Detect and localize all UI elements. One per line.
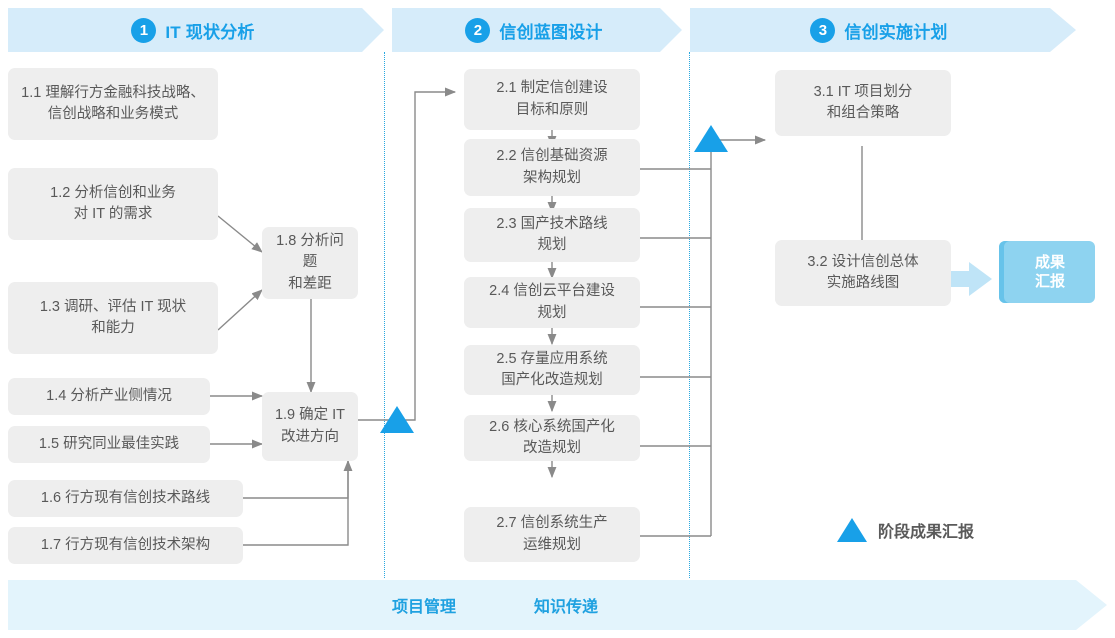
legend: 阶段成果汇报 [837,518,974,542]
phase-chevron-2 [660,8,690,52]
phase-chevron-3-tip [1050,8,1084,52]
phase-number-1: 1 [131,17,157,43]
step-box-1-5[interactable]: 1.5 研究同业最佳实践 [8,426,210,463]
phase-number-3: 3 [810,17,836,43]
step-box-2-1[interactable]: 2.1 制定信创建设 目标和原则 [464,69,640,130]
phase-band-2: 2 信创蓝图设计 [392,8,688,52]
step-box-1-6[interactable]: 1.6 行方现有信创技术路线 [8,480,243,517]
step-box-1-8[interactable]: 1.8 分析问题 和差距 [262,227,358,299]
bottom-band [8,580,1107,630]
step-box-1-2[interactable]: 1.2 分析信创和业务 对 IT 的需求 [8,168,218,240]
step-box-1-1[interactable]: 1.1 理解行方金融科技战略、 信创战略和业务模式 [8,68,218,140]
phase-number-2: 2 [465,17,491,43]
step-box-2-3[interactable]: 2.3 国产技术路线 规划 [464,208,640,262]
step-box-2-2[interactable]: 2.2 信创基础资源 架构规划 [464,139,640,196]
step-box-3-2[interactable]: 3.2 设计信创总体 实施路线图 [775,240,951,306]
step-box-2-4[interactable]: 2.4 信创云平台建设 规划 [464,277,640,328]
step-box-2-7[interactable]: 2.7 信创系统生产 运维规划 [464,507,640,562]
milestone-triangle-icon [837,518,867,542]
legend-label: 阶段成果汇报 [878,524,975,541]
milestone-triangle-phase2 [694,125,728,152]
step-box-1-7[interactable]: 1.7 行方现有信创技术架构 [8,527,243,564]
step-box-2-5[interactable]: 2.5 存量应用系统 国产化改造规划 [464,345,640,395]
bottom-label-knowledge-transfer: 知识传递 [534,599,599,616]
bottom-label-project-management: 项目管理 [392,599,457,616]
phase-title-2: 信创蓝图设计 [499,22,603,42]
milestone-triangle-phase1 [380,406,414,433]
step-box-1-4[interactable]: 1.4 分析产业侧情况 [8,378,210,415]
phase-divider-1-2 [384,52,385,578]
phase-chevron-1 [362,8,392,52]
step-box-1-9[interactable]: 1.9 确定 IT 改进方向 [262,392,358,461]
phase-title-3: 信创实施计划 [844,22,948,42]
phase-divider-2-3 [689,52,690,578]
step-box-2-6[interactable]: 2.6 核心系统国产化 改造规划 [464,415,640,461]
step-box-1-3[interactable]: 1.3 调研、评估 IT 现状 和能力 [8,282,218,354]
bottom-band-labels: 项目管理 知识传递 [392,580,598,630]
phase-band-1: 1 IT 现状分析 [8,8,390,52]
step-box-3-1[interactable]: 3.1 IT 项目划分 和组合策略 [775,70,951,136]
phase-title-1: IT 现状分析 [165,22,255,42]
phase-band-3: 3 信创实施计划 [690,8,1080,52]
deliverable-box[interactable]: 成果 汇报 [999,241,1095,303]
